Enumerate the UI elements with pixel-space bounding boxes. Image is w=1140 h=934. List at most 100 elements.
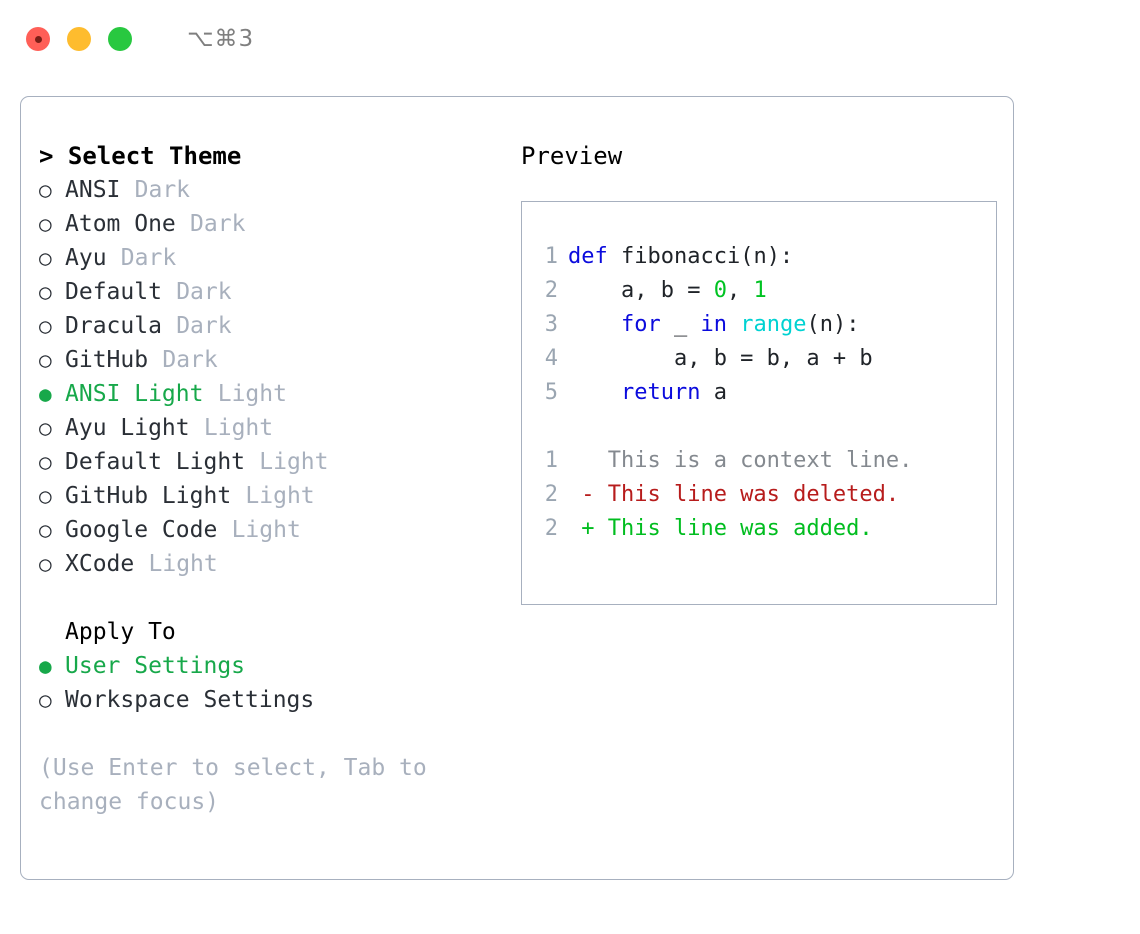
code-token-def: a, b = [568, 278, 714, 303]
close-button[interactable] [26, 27, 50, 51]
code-token-def [568, 380, 621, 405]
diff-text-ctx: This is a context line. [568, 448, 913, 473]
line-number: 2 [544, 482, 558, 507]
theme-list-item[interactable]: ○ Ayu Light Light [39, 411, 499, 445]
theme-list-item[interactable]: ○ Dracula Dark [39, 309, 499, 343]
diff-text-add: + This line was added. [568, 516, 873, 541]
line-number: 4 [544, 346, 558, 371]
radio-unselected-icon: ○ [39, 348, 52, 372]
diff-block: 1 This is a context line.2 - This line w… [522, 444, 996, 546]
apply-to-label: User Settings [65, 653, 246, 679]
line-number: 5 [544, 380, 558, 405]
keyboard-hint-text: (Use Enter to select, Tab to change focu… [39, 755, 427, 815]
code-line: 1 def fibonacci(n): [522, 240, 996, 274]
radio-unselected-icon: ○ [39, 314, 52, 338]
code-token-kw: return [620, 380, 701, 405]
line-number: 1 [544, 244, 558, 269]
theme-name: Ayu [65, 245, 107, 271]
theme-kind-label: Dark [176, 279, 232, 305]
theme-kind-label: Light [217, 381, 287, 407]
code-token-kw: in [700, 312, 727, 337]
code-text: a, b = b, a + b [568, 342, 873, 376]
code-token-kw: for [620, 312, 661, 337]
theme-name: Atom One [65, 211, 176, 237]
maximize-button[interactable] [108, 27, 132, 51]
radio-unselected-icon: ○ [39, 518, 52, 542]
code-text: def fibonacci(n): [568, 240, 793, 274]
code-line: 3 for _ in range(n): [522, 308, 996, 342]
code-text: a, b = 0, 1 [568, 274, 767, 308]
theme-name: XCode [65, 551, 135, 577]
theme-kind-label: Light [245, 483, 315, 509]
theme-list-item[interactable]: ○ Ayu Dark [39, 241, 499, 275]
code-line: 5 return a [522, 376, 996, 410]
code-token-fn: range [740, 312, 807, 337]
theme-kind-label: Light [259, 449, 329, 475]
code-token-def [727, 312, 740, 337]
theme-kind-label: Dark [162, 347, 218, 373]
theme-name: ANSI Light [65, 381, 204, 407]
line-number: 2 [544, 278, 558, 303]
radio-selected-icon: ● [39, 654, 52, 678]
radio-unselected-icon: ○ [39, 552, 52, 576]
theme-kind-label: Light [203, 415, 274, 441]
theme-name: Default Light [65, 449, 246, 475]
theme-kind-label: Dark [120, 245, 177, 271]
theme-kind-label: Dark [190, 211, 246, 237]
diff-text-del: - This line was deleted. [568, 482, 900, 507]
code-token-num: 1 [753, 278, 767, 303]
code-token-def [568, 312, 621, 337]
minimize-button[interactable] [67, 27, 91, 51]
theme-list-item[interactable]: ○ XCode Light [39, 547, 499, 581]
theme-list-item[interactable]: ○ GitHub Dark [39, 343, 499, 377]
select-theme-header: > Select Theme [39, 142, 242, 170]
theme-name: GitHub Light [65, 483, 232, 509]
theme-kind-label: Light [148, 551, 218, 577]
code-text: for _ in range(n): [568, 308, 859, 342]
apply-to-section: Apply To ●User Settings○Workspace Settin… [39, 615, 499, 717]
diff-line: 2 + This line was added. [522, 512, 996, 546]
line-number: 3 [544, 312, 558, 337]
code-token-def: (n): [806, 312, 860, 337]
apply-to-label: Workspace Settings [65, 687, 315, 713]
diff-line: 2 - This line was deleted. [522, 478, 996, 512]
code-token-def: a, b = b, a + b [568, 346, 873, 371]
window-controls [26, 27, 132, 51]
theme-name: Google Code [65, 517, 218, 543]
diff-line: 1 This is a context line. [522, 444, 996, 478]
code-token-def: fibonacci(n): [607, 244, 794, 269]
theme-name: GitHub [65, 347, 149, 373]
theme-name: Ayu Light [65, 415, 190, 441]
theme-kind-label: Dark [176, 313, 232, 339]
theme-name: Default [65, 279, 162, 305]
radio-unselected-icon: ○ [39, 178, 52, 202]
radio-unselected-icon: ○ [39, 246, 52, 270]
theme-name: Dracula [65, 313, 162, 339]
apply-to-list[interactable]: ● User Settings ○Workspace Settings [39, 649, 499, 717]
code-token-def: _ [660, 312, 701, 337]
theme-list-item[interactable]: ○ Google Code Light [39, 513, 499, 547]
apply-to-item[interactable]: ○Workspace Settings [39, 683, 499, 717]
code-token-def: , [726, 278, 754, 303]
line-number: 1 [544, 448, 558, 473]
code-spacer [522, 410, 996, 444]
theme-name: ANSI [65, 177, 121, 203]
radio-unselected-icon: ○ [39, 416, 52, 440]
code-token-kw: def [568, 244, 608, 269]
code-line: 2 a, b = 0, 1 [522, 274, 996, 308]
theme-kind-label: Light [231, 517, 301, 543]
apply-to-item[interactable]: ● User Settings [39, 649, 499, 683]
